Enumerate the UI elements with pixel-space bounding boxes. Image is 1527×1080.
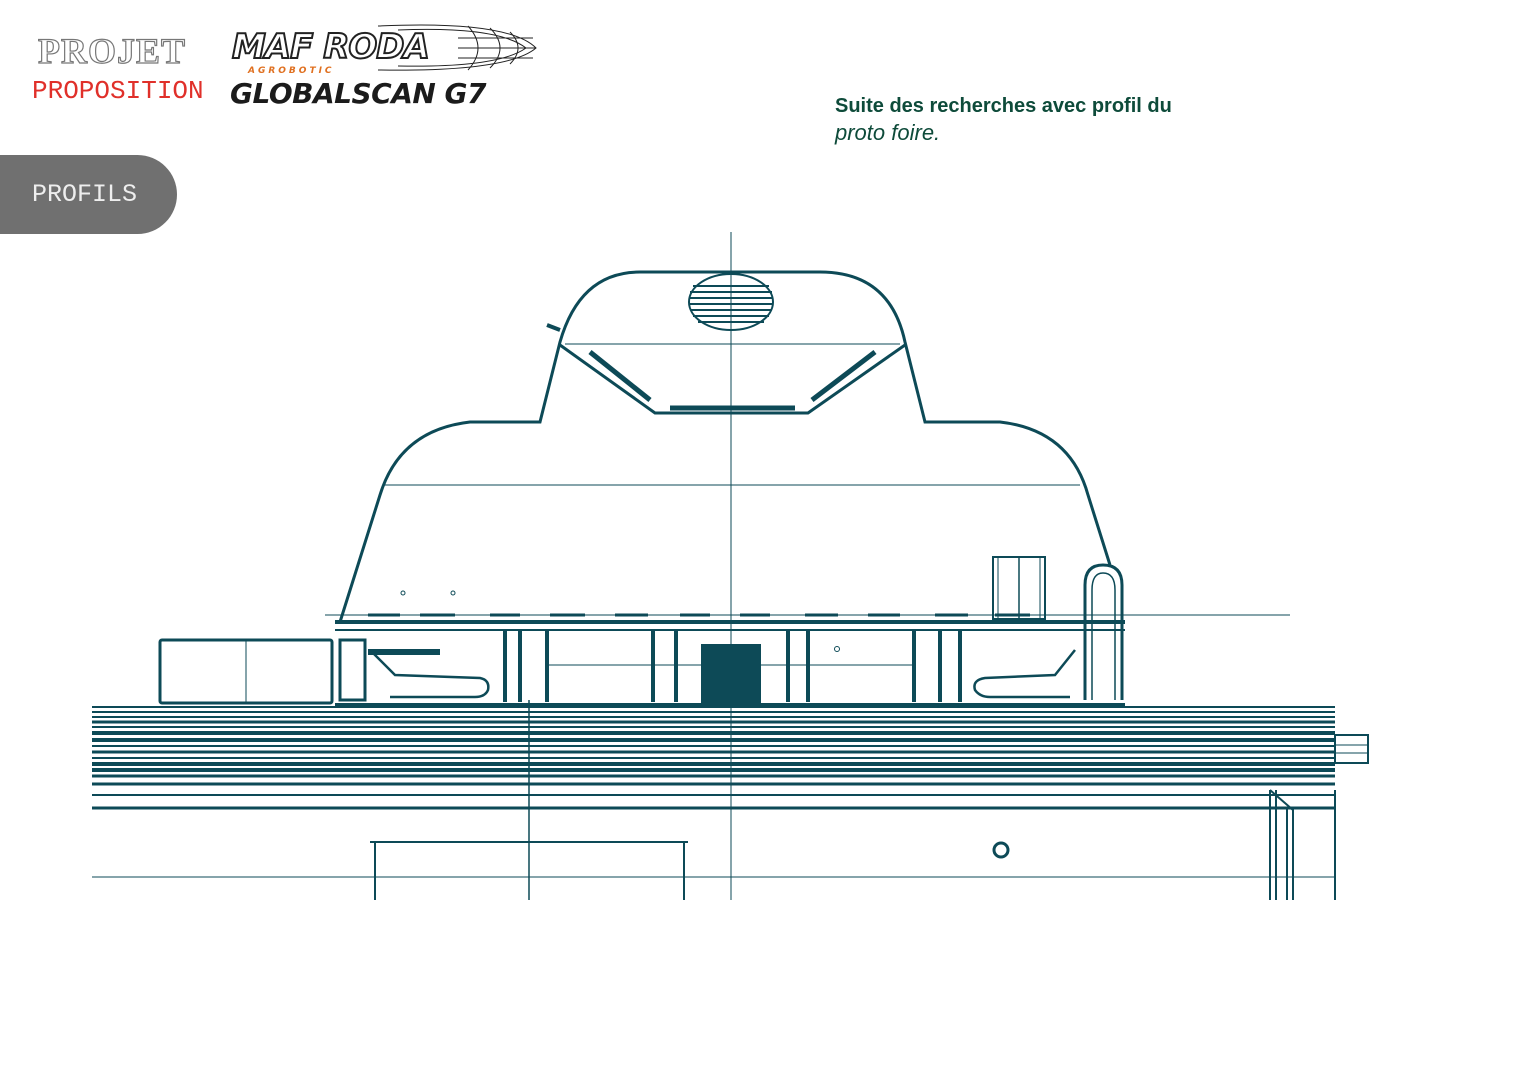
proposition-subtitle: PROPOSITION <box>32 76 204 106</box>
rail-assembly <box>92 706 1335 810</box>
logo-sub: AGROBOTIC <box>248 66 335 76</box>
projet-title: PROJET <box>37 31 187 71</box>
globe-swoosh-icon <box>377 24 537 71</box>
section-tab-profils: PROFILS <box>0 155 177 234</box>
rail-end-cap <box>1334 734 1369 764</box>
right-arch <box>1083 563 1124 700</box>
description: Suite des recherches avec profil du prot… <box>835 94 1172 146</box>
logo-product: GLOBALSCAN G7 <box>230 77 487 110</box>
description-line-1: Suite des recherches avec profil du <box>835 95 1172 117</box>
center-block <box>701 644 761 704</box>
inner-v-panel <box>559 343 906 415</box>
right-tray <box>973 649 1076 699</box>
logo-brand: MAF RODA <box>231 27 431 67</box>
description-line-2: proto foire. <box>835 120 941 145</box>
left-tray <box>369 649 490 699</box>
lower-frame <box>370 841 688 900</box>
bolt-hole <box>992 841 1010 859</box>
maf-roda-logo: MAF RODA AGROBOTIC GLOBALSCAN G7 <box>228 18 540 110</box>
canopy-outline <box>338 270 1112 623</box>
section-tab-label: PROFILS <box>32 180 138 209</box>
vent-grille-icon <box>688 273 774 331</box>
